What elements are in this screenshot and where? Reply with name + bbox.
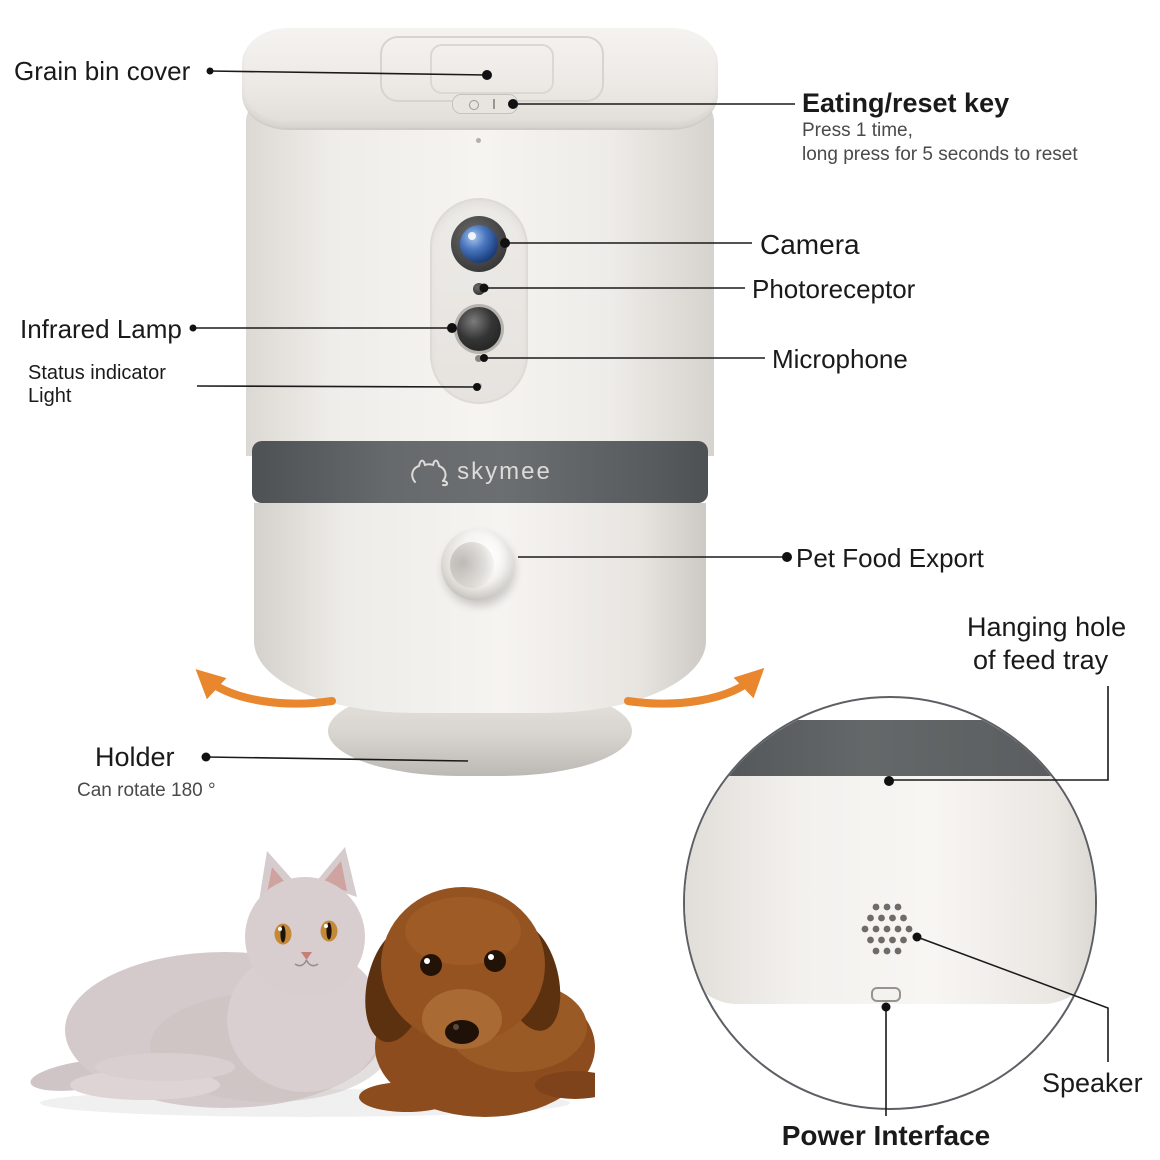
brand-band: skymee — [252, 441, 708, 503]
power-interface-port — [871, 987, 901, 1002]
label-photoreceptor: Photoreceptor — [752, 274, 916, 304]
label-eating-reset-sub2: long press for 5 seconds to reset — [802, 144, 1078, 165]
label-camera: Camera — [760, 229, 860, 260]
eating-reset-key-button — [452, 94, 518, 114]
front-vent-hole — [476, 138, 481, 143]
reset-key-icon — [469, 100, 479, 110]
infrared-lamp-lens — [457, 307, 501, 351]
label-holder: Holder — [95, 742, 175, 772]
food-export-inner-shadow — [450, 542, 494, 588]
status-indicator-light — [476, 383, 482, 389]
label-infrared-lamp: Infrared Lamp — [20, 314, 182, 344]
label-hanging-hole-line1: Hanging hole — [967, 612, 1127, 642]
camera-glint — [468, 232, 476, 240]
pet-food-export-hole — [441, 529, 513, 601]
label-eating-reset-key: Eating/reset key — [802, 88, 1010, 118]
label-grain-bin-cover: Grain bin cover — [14, 56, 191, 86]
label-pet-food-export: Pet Food Export — [796, 543, 984, 573]
microphone-hole — [475, 355, 482, 362]
camera-lens — [451, 216, 507, 272]
label-holder-sub: Can rotate 180 ° — [77, 780, 216, 801]
label-hanging-hole-line2: of feed tray — [973, 645, 1109, 675]
photoreceptor-sensor — [473, 283, 485, 295]
cat-illustration — [30, 847, 390, 1108]
bottom-view-inset-circle — [683, 696, 1097, 1110]
grain-bin-cover — [242, 28, 718, 130]
cat-and-dog-photo — [30, 847, 595, 1117]
grain-bin-cover-handle — [430, 44, 554, 94]
label-microphone: Microphone — [772, 344, 908, 374]
label-status-indicator-line1: Status indicator — [28, 362, 166, 384]
reset-key-mark — [493, 99, 495, 109]
label-power-interface: Power Interface — [781, 1120, 991, 1151]
dog-illustration — [359, 887, 595, 1117]
skymee-cat-logo — [411, 459, 449, 487]
label-status-indicator-line2: Light — [28, 385, 72, 407]
speaker-holes — [861, 903, 913, 955]
label-speaker: Speaker — [1042, 1068, 1143, 1098]
camera-glass — [460, 225, 498, 263]
label-eating-reset-sub1: Press 1 time, — [802, 120, 913, 141]
brand-logo-text: skymee — [457, 458, 552, 485]
